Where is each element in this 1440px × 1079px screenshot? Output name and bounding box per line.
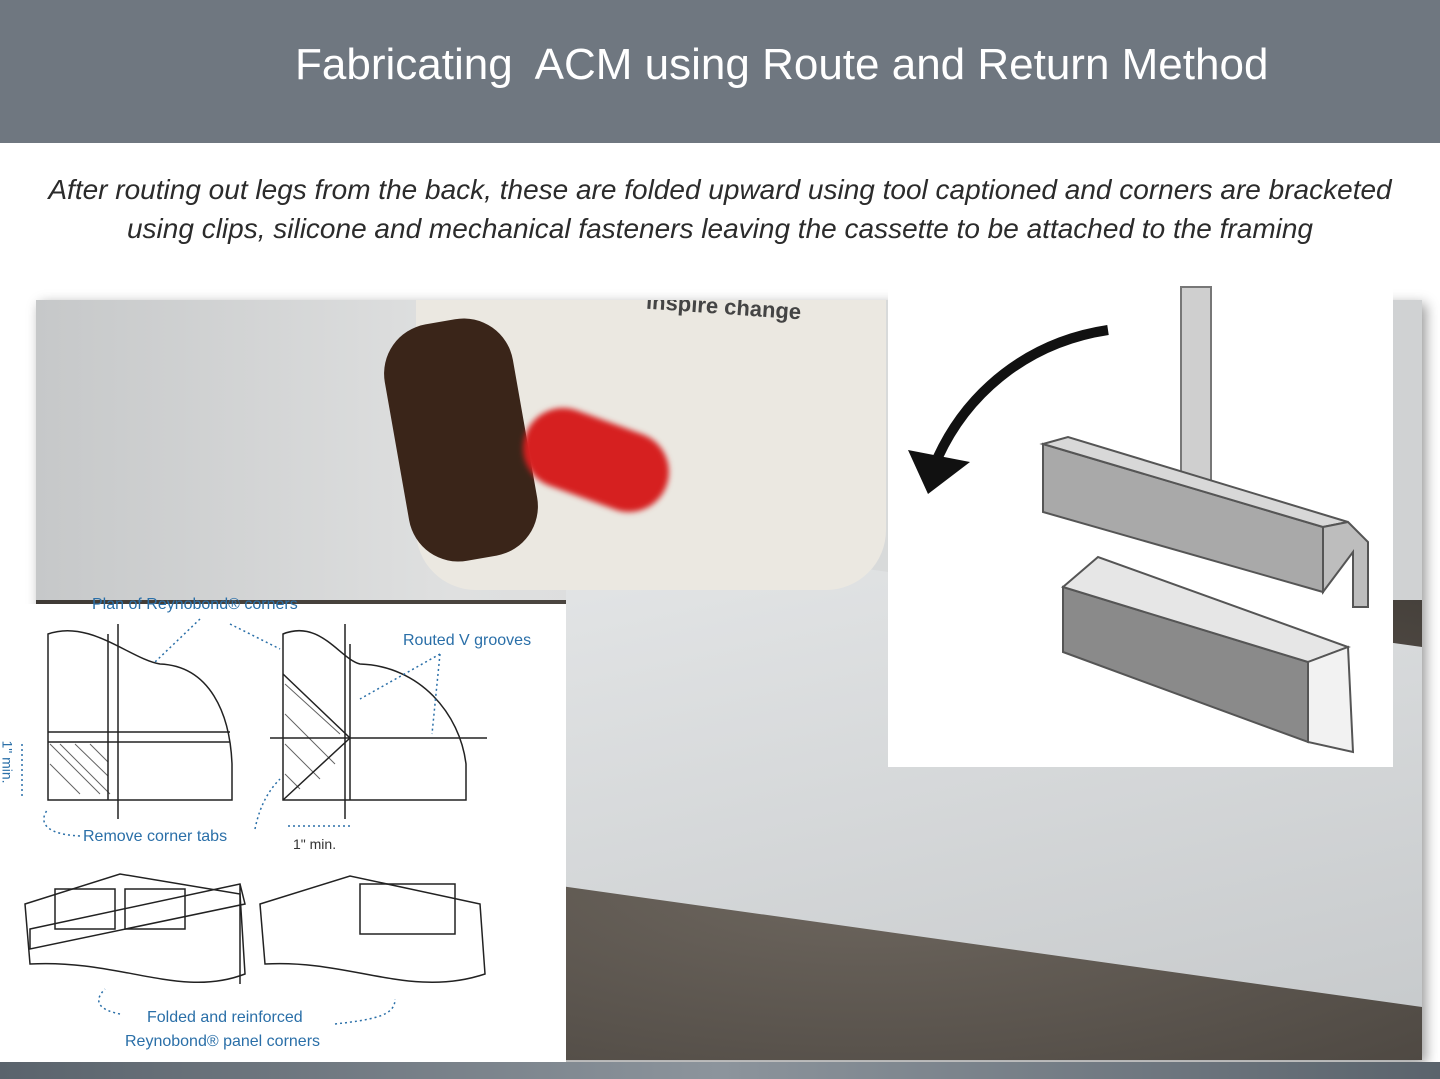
remove-tabs-label: Remove corner tabs — [83, 828, 228, 845]
bending-tool-illustration — [888, 272, 1393, 767]
plan-label: Plan of Reynobond® corners — [92, 596, 298, 613]
min-vertical-label: 1" min. — [0, 740, 16, 784]
slide-title: Fabricating ACM using Route and Return M… — [295, 40, 1269, 89]
folded-label-line2: Reynobond® panel corners — [125, 1033, 321, 1050]
corner-diagram: Plan of Reynobond® corners Routed V groo… — [0, 596, 566, 1065]
min-horizontal-label: 1" min. — [293, 836, 337, 852]
folded-label-line1: Folded and reinforced — [147, 1009, 303, 1026]
routed-grooves-label: Routed V grooves — [403, 632, 532, 649]
slide-footer-bar — [0, 1062, 1440, 1079]
slide-header: Fabricating ACM using Route and Return M… — [0, 0, 1440, 143]
slide-subtitle: After routing out legs from the back, th… — [48, 174, 1392, 244]
